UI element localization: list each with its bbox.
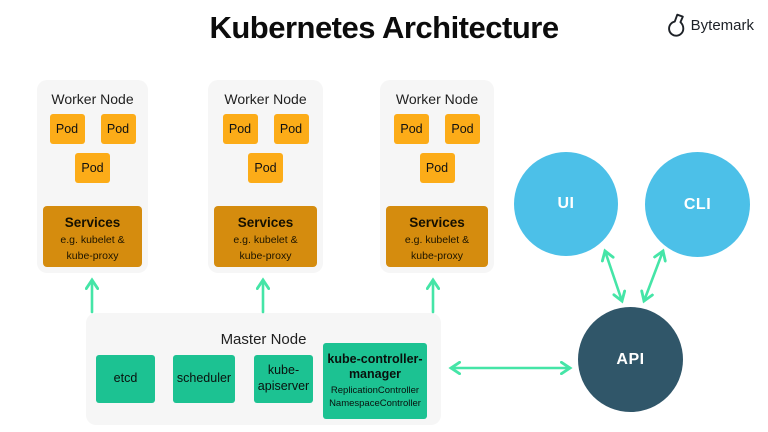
worker-node-3: Worker Node Pod Pod Pod Services e.g. ku… [380, 80, 494, 273]
pod-row: Pod [37, 153, 148, 183]
cli-circle: CLI [645, 152, 750, 257]
services-title: Services [64, 215, 121, 230]
page-title: Kubernetes Architecture [209, 10, 559, 45]
worker-node-2: Worker Node Pod Pod Pod Services e.g. ku… [208, 80, 323, 273]
brand-name: Bytemark [690, 16, 754, 34]
ui-circle: UI [514, 152, 618, 256]
pod-row: Pod Pod [37, 114, 148, 144]
pod-row: Pod [208, 153, 323, 183]
services-subtitle: e.g. kubelet & kube-proxy [233, 234, 298, 262]
services-box: Services e.g. kubelet & kube-proxy [214, 206, 317, 267]
brand-logo: Bytemark [667, 13, 754, 37]
pod-row: Pod Pod [380, 114, 494, 144]
pod-box: Pod [419, 153, 455, 183]
pod-box: Pod [100, 114, 136, 144]
worker-node-1: Worker Node Pod Pod Pod Services e.g. ku… [37, 80, 148, 273]
pod-row: Pod [380, 153, 494, 183]
pod-box: Pod [75, 153, 110, 183]
pod-box: Pod [394, 114, 429, 144]
pod-box: Pod [49, 114, 85, 144]
services-box: Services e.g. kubelet & kube-proxy [386, 206, 488, 267]
pod-row: Pod Pod [208, 114, 323, 144]
kube-controller-manager-box: kube-controller-manager ReplicationContr… [323, 343, 427, 419]
controller-item: ReplicationController [330, 385, 420, 397]
arrow-ui-api [600, 248, 627, 304]
services-subtitle: e.g. kubelet & kube-proxy [60, 234, 125, 262]
services-title: Services [409, 215, 465, 230]
master-node-label: Master Node [220, 331, 307, 348]
pod-box: Pod [273, 114, 309, 144]
master-node: Master Node etcd scheduler kube-apiserve… [86, 313, 441, 425]
services-title: Services [237, 215, 294, 230]
pod-box: Pod [445, 114, 480, 144]
bytemark-flask-icon [667, 13, 684, 37]
worker-node-label: Worker Node [224, 91, 307, 107]
services-subtitle: e.g. kubelet & kube-proxy [404, 234, 470, 262]
controller-list: ReplicationController NamespaceControlle… [329, 385, 421, 410]
api-circle: API [578, 307, 683, 412]
services-box: Services e.g. kubelet & kube-proxy [43, 206, 142, 267]
kube-apiserver-box: kube-apiserver [254, 355, 313, 403]
controller-item: NamespaceController [329, 397, 421, 409]
etcd-box: etcd [96, 355, 155, 403]
kube-controller-manager-title: kube-controller-manager [327, 352, 423, 382]
pod-box: Pod [222, 114, 258, 144]
arrow-cli-api [640, 248, 667, 304]
pod-box: Pod [248, 153, 283, 183]
worker-node-label: Worker Node [51, 91, 134, 107]
scheduler-box: scheduler [173, 355, 235, 403]
worker-node-label: Worker Node [395, 91, 479, 107]
